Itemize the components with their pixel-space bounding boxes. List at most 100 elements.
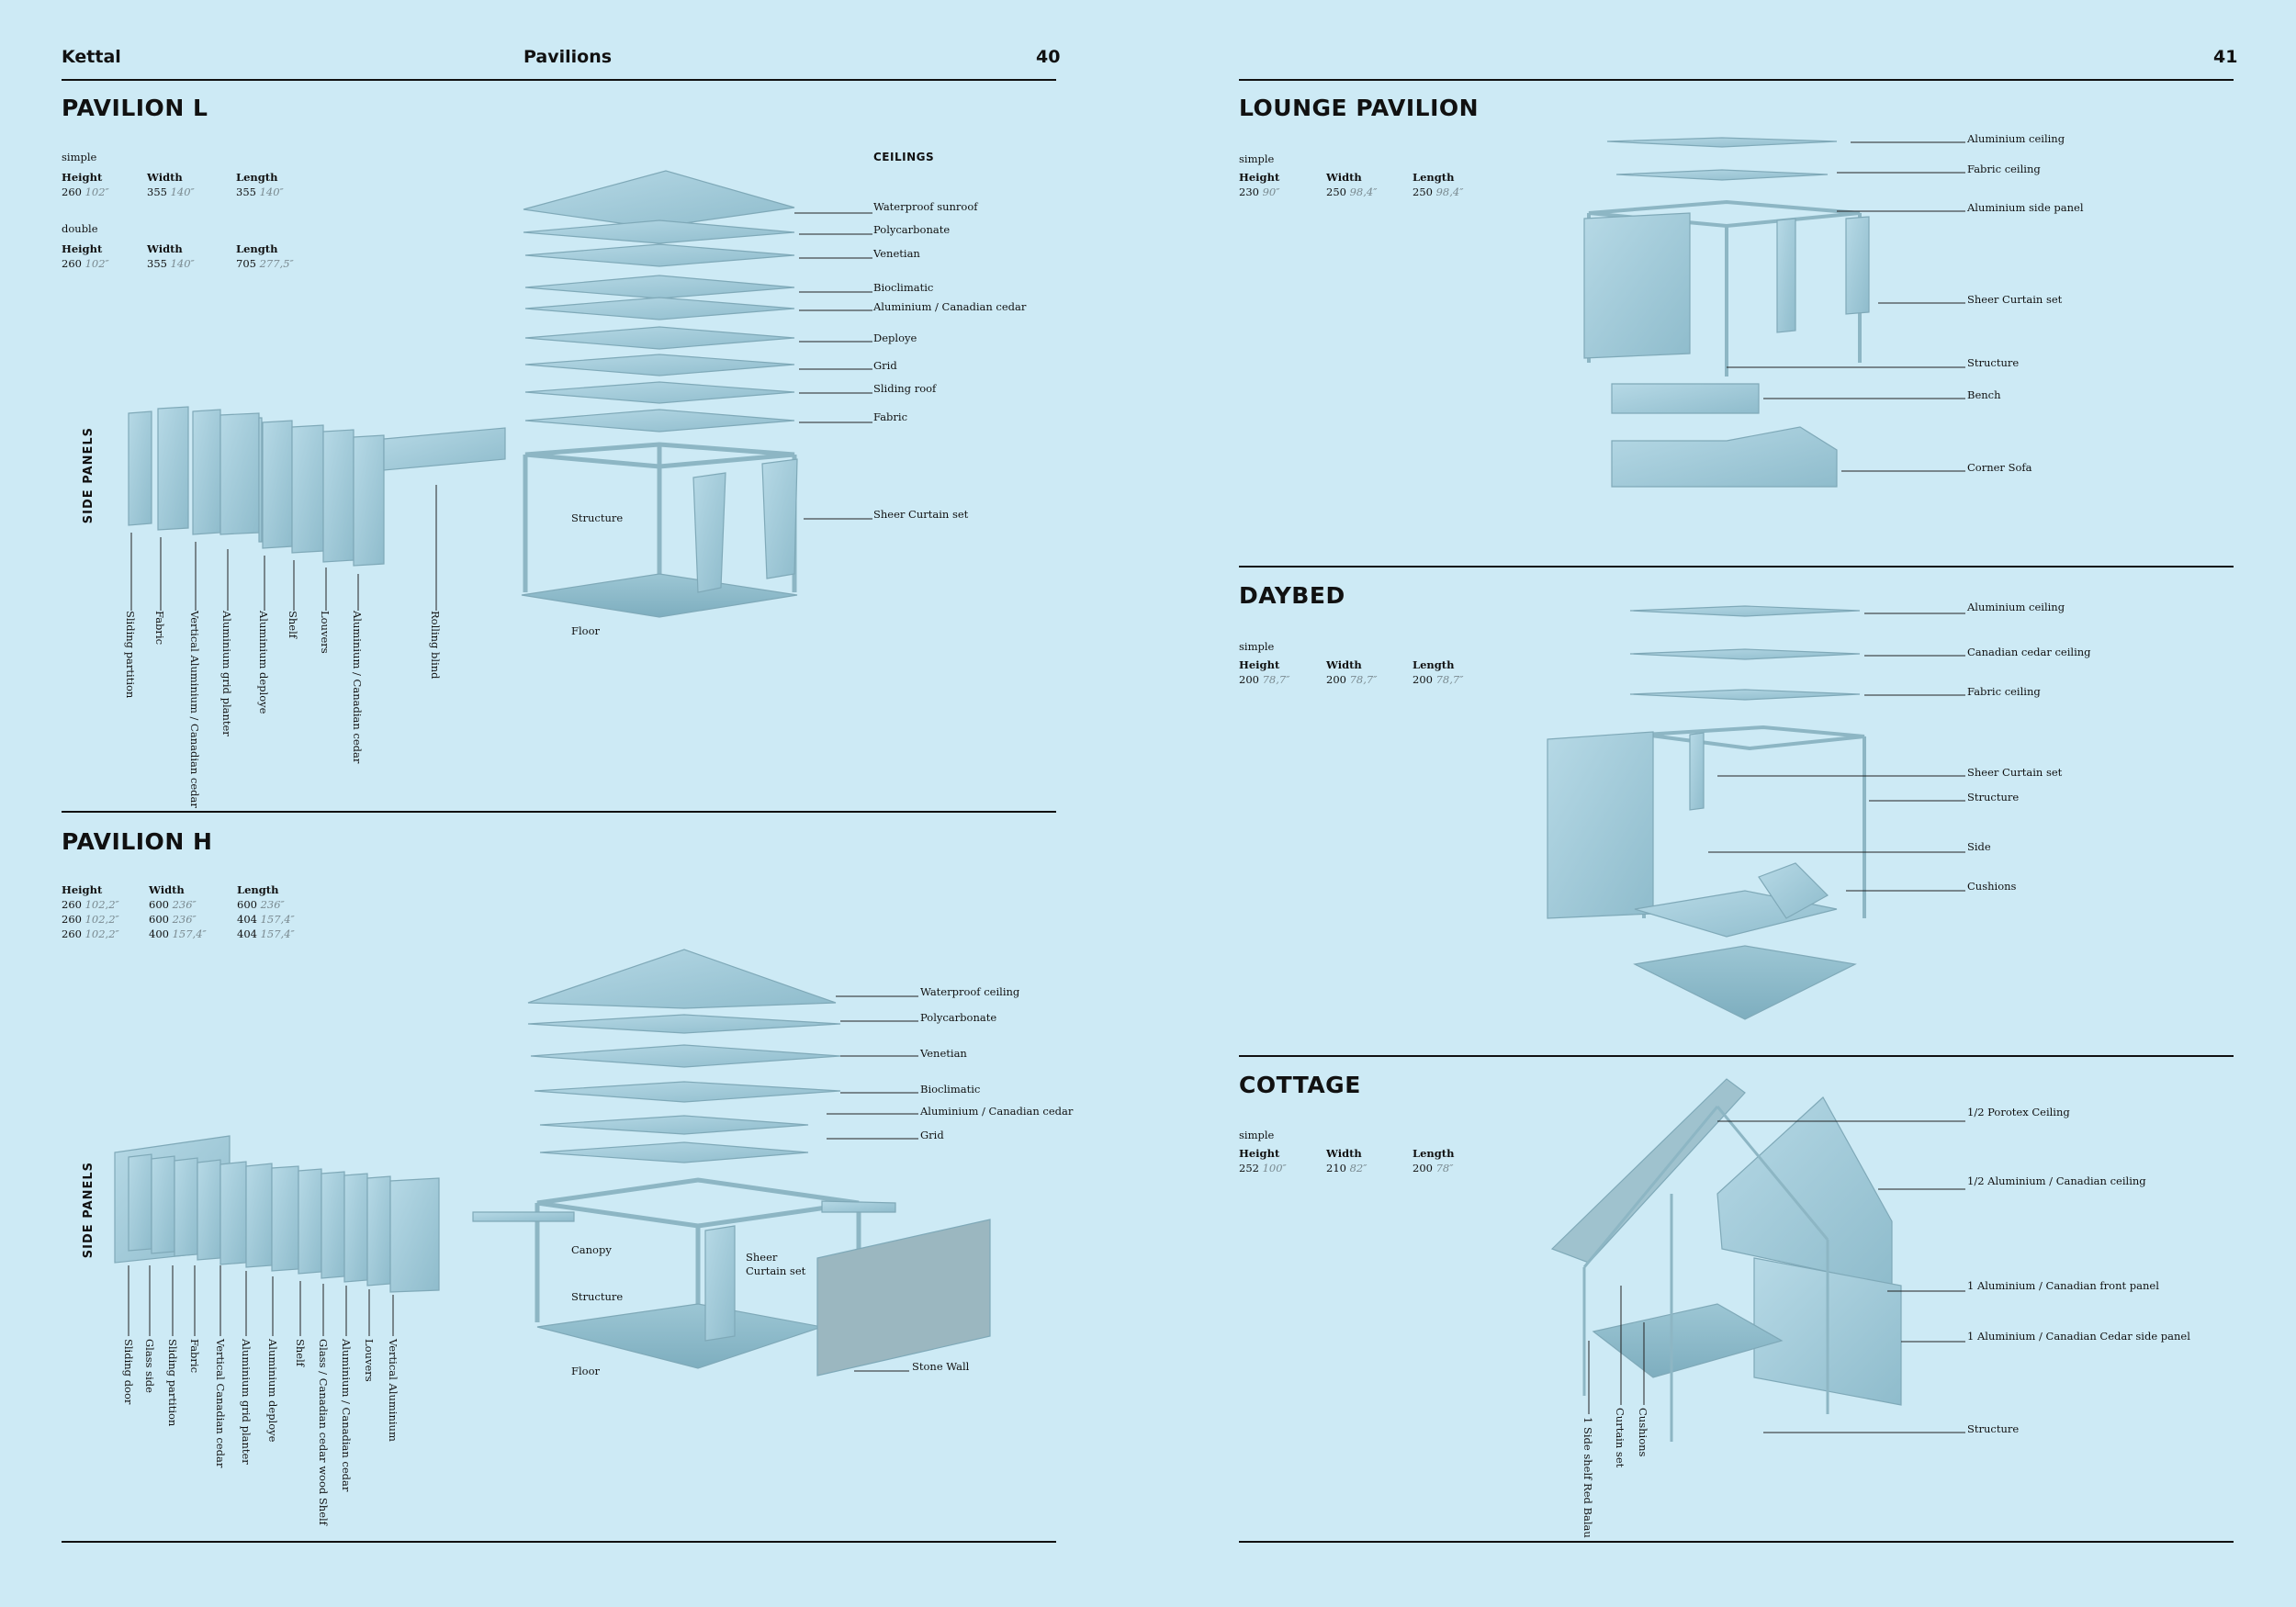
cottage-title: COTTAGE [1239, 1072, 1361, 1098]
side-panel-label: Sliding door [122, 1339, 135, 1405]
ceiling-label: Deploye [873, 332, 917, 344]
lounge-label: Bench [1967, 388, 2001, 401]
ceiling-label: Polycarbonate [873, 223, 951, 236]
pavilion-l-specs: simple Height Width Length 260 102″ 355 … [62, 150, 300, 278]
width-header: Width [1326, 658, 1362, 671]
variant-label: simple [62, 151, 97, 163]
width-value: 210 82″ [1326, 1161, 1367, 1175]
height-in: 102″ [84, 185, 109, 198]
daybed-label: Fabric ceiling [1967, 685, 2041, 698]
side-panel-label: Rolling blind [429, 611, 442, 680]
side-panel-label: Louvers [363, 1339, 376, 1382]
length-in: 78,7″ [1435, 673, 1464, 686]
width-cm: 600 [149, 913, 169, 926]
cottage-label: Structure [1967, 1422, 2020, 1435]
length-cm: 705 [236, 257, 256, 270]
footer-rule-left [62, 1541, 1056, 1543]
cottage-vertical-label: Cushions [1637, 1408, 1649, 1457]
side-panel-label: Shelf [287, 611, 299, 639]
variant-label: double [62, 222, 98, 235]
height-cm: 260 [62, 927, 82, 940]
height-header: Height [1239, 171, 1280, 184]
daybed-label: Aluminium ceiling [1967, 601, 2065, 613]
lounge-title: LOUNGE PAVILION [1239, 95, 1480, 121]
lounge-label: Sheer Curtain set [1967, 293, 2063, 306]
cottage-label: 1 Aluminium / Canadian front panel [1967, 1279, 2159, 1292]
width-header: Width [149, 883, 185, 896]
daybed-label: Sheer Curtain set [1967, 766, 2063, 779]
footer-rule-right [1239, 1541, 2234, 1543]
side-panel-label: Fabric [188, 1339, 201, 1374]
length-in: 236″ [260, 898, 285, 911]
side-panel-label: Aluminium deploye [266, 1339, 279, 1443]
cottage-vertical-label: Curtain set [1614, 1408, 1626, 1468]
ceiling-label: Fabric [873, 410, 908, 423]
height-header: Height [62, 171, 103, 184]
ceiling-label: Venetian [873, 247, 920, 260]
side-panel-label: Aluminium / Canadian cedar [351, 611, 364, 764]
height-cm: 252 [1239, 1162, 1259, 1174]
length-header: Length [236, 171, 278, 184]
width-cm: 210 [1326, 1162, 1346, 1174]
length-value: 250 98,4″ [1412, 185, 1464, 199]
brand-name: Kettal [62, 47, 121, 67]
curtain-set-label: Curtain set [746, 1264, 806, 1277]
length-value: 600 236″ [237, 897, 285, 912]
height-in: 78,7″ [1262, 673, 1290, 686]
canopy-label: Canopy [571, 1243, 612, 1256]
structure-label: Structure [571, 1290, 624, 1303]
height-value: 260 102″ [62, 185, 109, 199]
ceiling-label: Aluminium / Canadian cedar [920, 1105, 1074, 1118]
width-value: 200 78,7″ [1326, 672, 1378, 687]
daybed-label: Side [1967, 840, 1991, 853]
height-in: 102,2″ [84, 913, 119, 926]
floor-label: Floor [571, 1365, 601, 1377]
side-panel-label: Fabric [153, 611, 166, 646]
section-divider-left [62, 811, 1056, 813]
height-cm: 230 [1239, 185, 1259, 198]
height-cm: 260 [62, 898, 82, 911]
length-cm: 404 [237, 913, 257, 926]
length-value: 404 157,4″ [237, 912, 295, 927]
cottage-specs: simple Height Width Length 252 100″ 210 … [1239, 1128, 1478, 1179]
width-in: 236″ [172, 898, 197, 911]
lounge-label: Aluminium side panel [1967, 201, 2084, 214]
height-in: 90″ [1262, 185, 1280, 198]
side-panel-label: Vertical Aluminium [387, 1339, 400, 1442]
length-value: 200 78,7″ [1412, 672, 1464, 687]
daybed-label: Canadian cedar ceiling [1967, 646, 2091, 658]
height-in: 102,2″ [84, 927, 119, 940]
cottage-label: 1 Aluminium / Canadian Cedar side panel [1967, 1330, 2190, 1343]
side-panel-label: Glass side [143, 1339, 156, 1393]
width-value: 600 236″ [149, 912, 197, 927]
ceiling-label: Grid [873, 359, 897, 372]
width-cm: 600 [149, 898, 169, 911]
ceiling-label: Bioclimatic [920, 1083, 981, 1096]
page-number-right: 41 [2213, 47, 2238, 67]
height-value: 200 78,7″ [1239, 672, 1290, 687]
width-header: Width [147, 171, 183, 184]
ceiling-label: Venetian [920, 1047, 967, 1060]
width-in: 98,4″ [1349, 185, 1378, 198]
lounge-label: Structure [1967, 356, 2020, 369]
height-value: 252 100″ [1239, 1161, 1287, 1175]
height-cm: 260 [62, 257, 82, 270]
cottage-vertical-label: 1 Side shelf Red Balau [1581, 1417, 1594, 1538]
height-cm: 200 [1239, 673, 1259, 686]
length-in: 140″ [259, 185, 284, 198]
length-header: Length [236, 242, 278, 255]
length-in: 78″ [1435, 1162, 1454, 1174]
height-value: 260 102,2″ [62, 897, 119, 912]
variant-label: simple [1239, 1129, 1275, 1141]
height-header: Height [62, 242, 103, 255]
height-in: 100″ [1262, 1162, 1287, 1174]
height-in: 102″ [84, 257, 109, 270]
length-value: 404 157,4″ [237, 927, 295, 941]
height-cm: 260 [62, 185, 82, 198]
side-panel-label: Glass / Canadian cedar wood Shelf [317, 1339, 330, 1525]
ceiling-label: Waterproof sunroof [873, 200, 978, 213]
width-cm: 200 [1326, 673, 1346, 686]
width-value: 400 157,4″ [149, 927, 207, 941]
width-header: Width [1326, 1147, 1362, 1160]
ceilings-title: CEILINGS [873, 151, 935, 163]
